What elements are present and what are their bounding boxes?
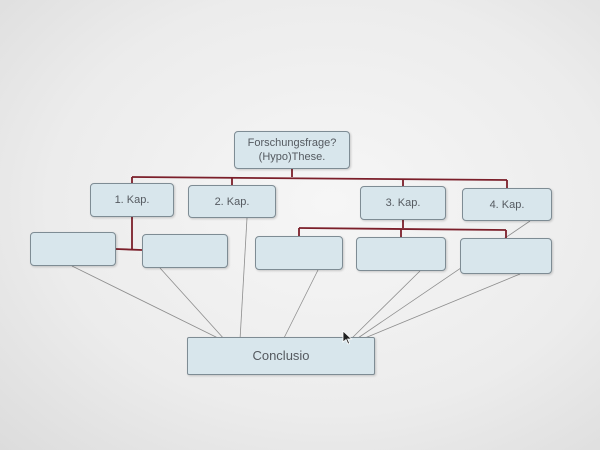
line-sub1-to-conclusion (71, 265, 223, 341)
line-sub3-to-conclusion (282, 269, 319, 341)
kap3-sub-bus (298, 227, 507, 231)
subsection-node-5 (460, 238, 552, 274)
line-sub4-to-conclusion (349, 270, 421, 341)
chapter-2-node: 2. Kap. (188, 185, 276, 218)
subsection-node-1 (30, 232, 116, 266)
subsection-node-2 (142, 234, 228, 268)
subsection-node-3 (255, 236, 343, 270)
chapter-4-node: 4. Kap. (462, 188, 552, 221)
chapter-1-node: 1. Kap. (90, 183, 174, 217)
research-question-node: Forschungsfrage? (Hypo)These. (234, 131, 350, 169)
kap1-sub-bus (115, 248, 143, 251)
mouse-pointer-icon (342, 330, 353, 345)
line-sub5-to-conclusion (359, 273, 521, 341)
chapter-3-node: 3. Kap. (360, 186, 446, 220)
conclusion-node: Conclusio (187, 337, 375, 375)
research-question-text: Forschungsfrage? (247, 137, 337, 149)
subsection-node-4 (356, 237, 446, 271)
chapter-bus (131, 176, 508, 181)
line-kap2-to-conclusion (239, 217, 248, 341)
hypothesis-text: (Hypo)These. (258, 151, 326, 163)
line-sub2-to-conclusion (159, 267, 226, 341)
